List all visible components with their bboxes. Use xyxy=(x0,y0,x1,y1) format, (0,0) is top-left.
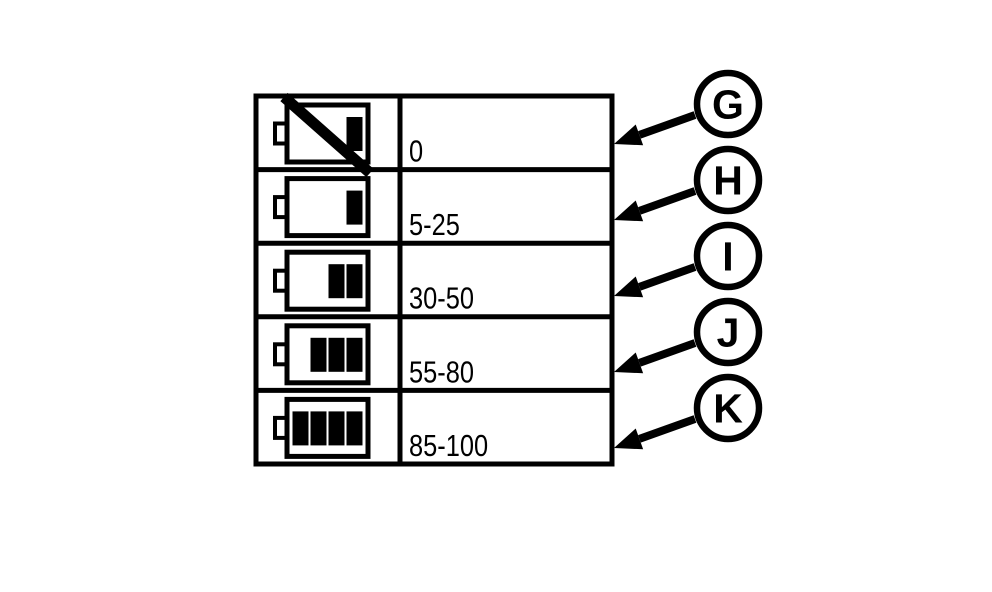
battery-bar xyxy=(310,337,327,372)
callout-letter: K xyxy=(713,386,743,432)
callout-G: G xyxy=(614,69,763,146)
callout-H: H xyxy=(614,145,763,222)
callout-circle xyxy=(693,69,763,139)
battery-bar xyxy=(292,411,309,446)
callout-J: J xyxy=(614,297,763,374)
battery-2-bars-icon xyxy=(273,249,371,312)
callout-arrow xyxy=(614,263,697,298)
battery-bar xyxy=(346,264,363,299)
battery-bar xyxy=(346,190,363,225)
callout-circle xyxy=(693,145,763,215)
callout-arrow-shaft xyxy=(638,263,697,291)
callout-arrowhead xyxy=(614,352,644,374)
battery-slash-icon xyxy=(280,92,374,178)
table-row: 30-50 xyxy=(273,249,474,316)
row-value-label: 55-80 xyxy=(409,355,474,390)
callout-arrowhead xyxy=(614,124,644,146)
table-row: 0 xyxy=(273,92,423,178)
callout-circle xyxy=(693,373,763,443)
callout-circle xyxy=(693,221,763,291)
callout-arrowhead xyxy=(614,200,644,222)
callout-arrow-shaft xyxy=(638,187,697,215)
callout-I: I xyxy=(614,221,763,298)
battery-bar xyxy=(346,117,363,151)
callout-arrow xyxy=(614,187,697,222)
battery-bar xyxy=(310,411,327,446)
callout-letter: G xyxy=(712,82,744,128)
battery-bar xyxy=(328,411,345,446)
battery-bar xyxy=(328,337,345,372)
callout-arrow-shaft xyxy=(638,415,697,443)
callout-letter: I xyxy=(722,234,733,280)
callout-letter: H xyxy=(713,158,743,204)
row-value-label: 30-50 xyxy=(409,281,474,316)
battery-bar xyxy=(346,411,363,446)
callout-letter: J xyxy=(717,310,740,356)
table-row: 55-80 xyxy=(273,323,474,390)
callout-arrow xyxy=(614,111,697,146)
battery-1-bar-icon xyxy=(273,176,371,239)
callout-arrow xyxy=(614,415,697,450)
battery-3-bars-icon xyxy=(273,323,371,386)
battery-bar xyxy=(328,264,345,299)
callout-arrow xyxy=(614,339,697,374)
callout-arrow-shaft xyxy=(638,111,697,139)
callout-arrowhead xyxy=(614,276,644,298)
callout-arrowhead xyxy=(614,428,644,450)
row-value-label: 0 xyxy=(409,134,423,169)
battery-crossed-out-icon xyxy=(273,92,374,178)
table-row: 5-25 xyxy=(273,176,460,243)
table-row: 85-100 xyxy=(273,396,488,464)
row-value-label: 5-25 xyxy=(409,208,460,243)
callout-circle xyxy=(693,297,763,367)
callout-arrow-shaft xyxy=(638,339,697,367)
battery-4-bars-icon xyxy=(273,396,371,459)
callout-K: K xyxy=(614,373,763,450)
battery-bar xyxy=(346,337,363,372)
row-value-label: 85-100 xyxy=(409,429,488,464)
